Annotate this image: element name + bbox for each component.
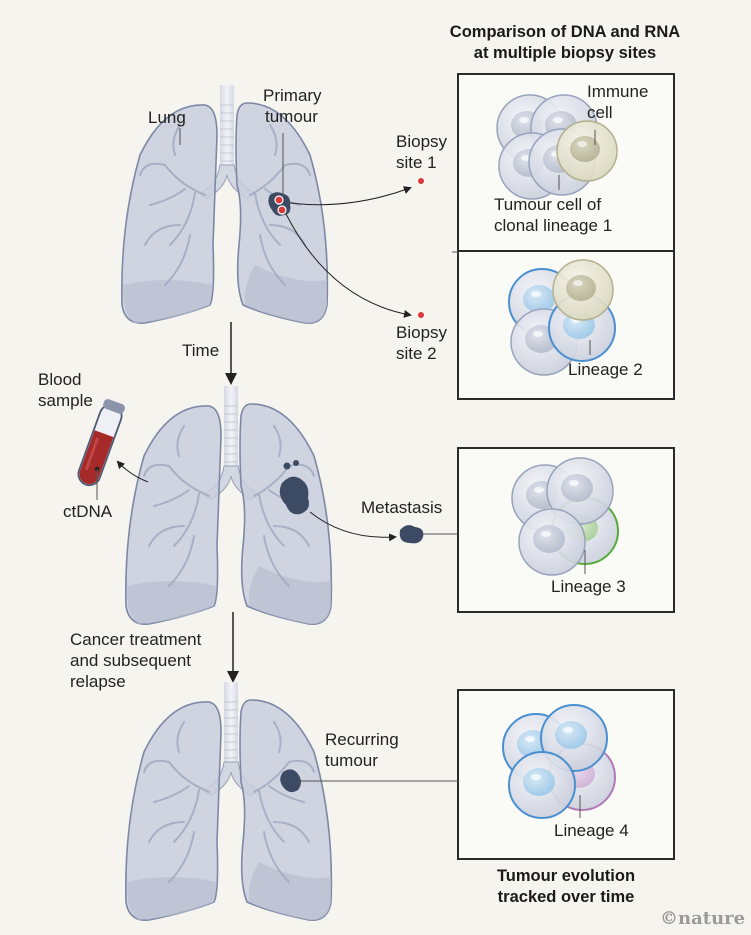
- panel-1-cells: [496, 94, 618, 200]
- biopsy-site-1-label-1: Biopsy: [396, 132, 448, 151]
- title-top-line-2: at multiple biopsy sites: [473, 44, 657, 62]
- lung-label: Lung: [148, 108, 186, 127]
- ctdna-label: ctDNA: [63, 502, 113, 521]
- primary-tumour-label-1: Primary: [263, 86, 322, 105]
- immune-cell-label-2: cell: [587, 103, 613, 122]
- treatment-label-1: Cancer treatment: [70, 630, 202, 649]
- biopsy-site-2-label-1: Biopsy: [396, 323, 448, 342]
- lineage-2-label: Lineage 2: [568, 360, 643, 379]
- treatment-label-2: and subsequent: [70, 651, 191, 670]
- recurring-tumour-label-2: tumour: [325, 751, 378, 770]
- lineage-3-label: Lineage 3: [551, 577, 626, 596]
- recurring-tumour: [280, 769, 301, 793]
- biopsy-site-1-dot: [418, 178, 424, 184]
- lineage-4-label: Lineage 4: [554, 821, 629, 840]
- panel-4-cells: [502, 704, 616, 819]
- biopsy-dot: [277, 205, 287, 215]
- treatment-label-3: relapse: [70, 672, 126, 691]
- immune-cell-label-1: Immune: [587, 82, 649, 101]
- arrow-blood: [116, 460, 149, 483]
- blood-sample-label-2: sample: [38, 391, 93, 410]
- metastasis-node: [399, 525, 424, 544]
- nature-credit-logo: ©nature: [660, 908, 746, 929]
- time-label: Time: [182, 341, 220, 360]
- arrow-metastasis: [309, 511, 397, 542]
- title-top-line-1: Comparison of DNA and RNA: [449, 23, 681, 41]
- primary-tumour: [268, 192, 291, 216]
- tumour-cell-label-2: clonal lineage 1: [494, 216, 613, 235]
- arrow-biopsy-2: [285, 213, 412, 318]
- metastasis-label: Metastasis: [361, 498, 443, 517]
- panel-3-cells: [511, 457, 619, 576]
- blood-sample-label-1: Blood: [38, 370, 82, 389]
- primary-tumour-label-2: tumour: [265, 107, 318, 126]
- arrow-biopsy-1: [289, 186, 412, 206]
- biopsy-site-1-label-2: site 1: [396, 153, 437, 172]
- title-bottom-line-2: tracked over time: [497, 888, 635, 906]
- tumour-cell-label-1: Tumour cell of: [494, 195, 602, 214]
- recurring-tumour-label-1: Recurring: [325, 730, 399, 749]
- biopsy-site-2-dot: [418, 312, 424, 318]
- panel-2-cells: [508, 259, 616, 376]
- biopsy-site-2-label-2: site 2: [396, 344, 437, 363]
- title-bottom-line-1: Tumour evolution: [496, 867, 636, 885]
- metastatic-tumour: [279, 460, 309, 515]
- biopsy-dot: [274, 195, 284, 205]
- blood-tube-icon: [77, 399, 125, 487]
- lungs-stage-3: [124, 681, 333, 922]
